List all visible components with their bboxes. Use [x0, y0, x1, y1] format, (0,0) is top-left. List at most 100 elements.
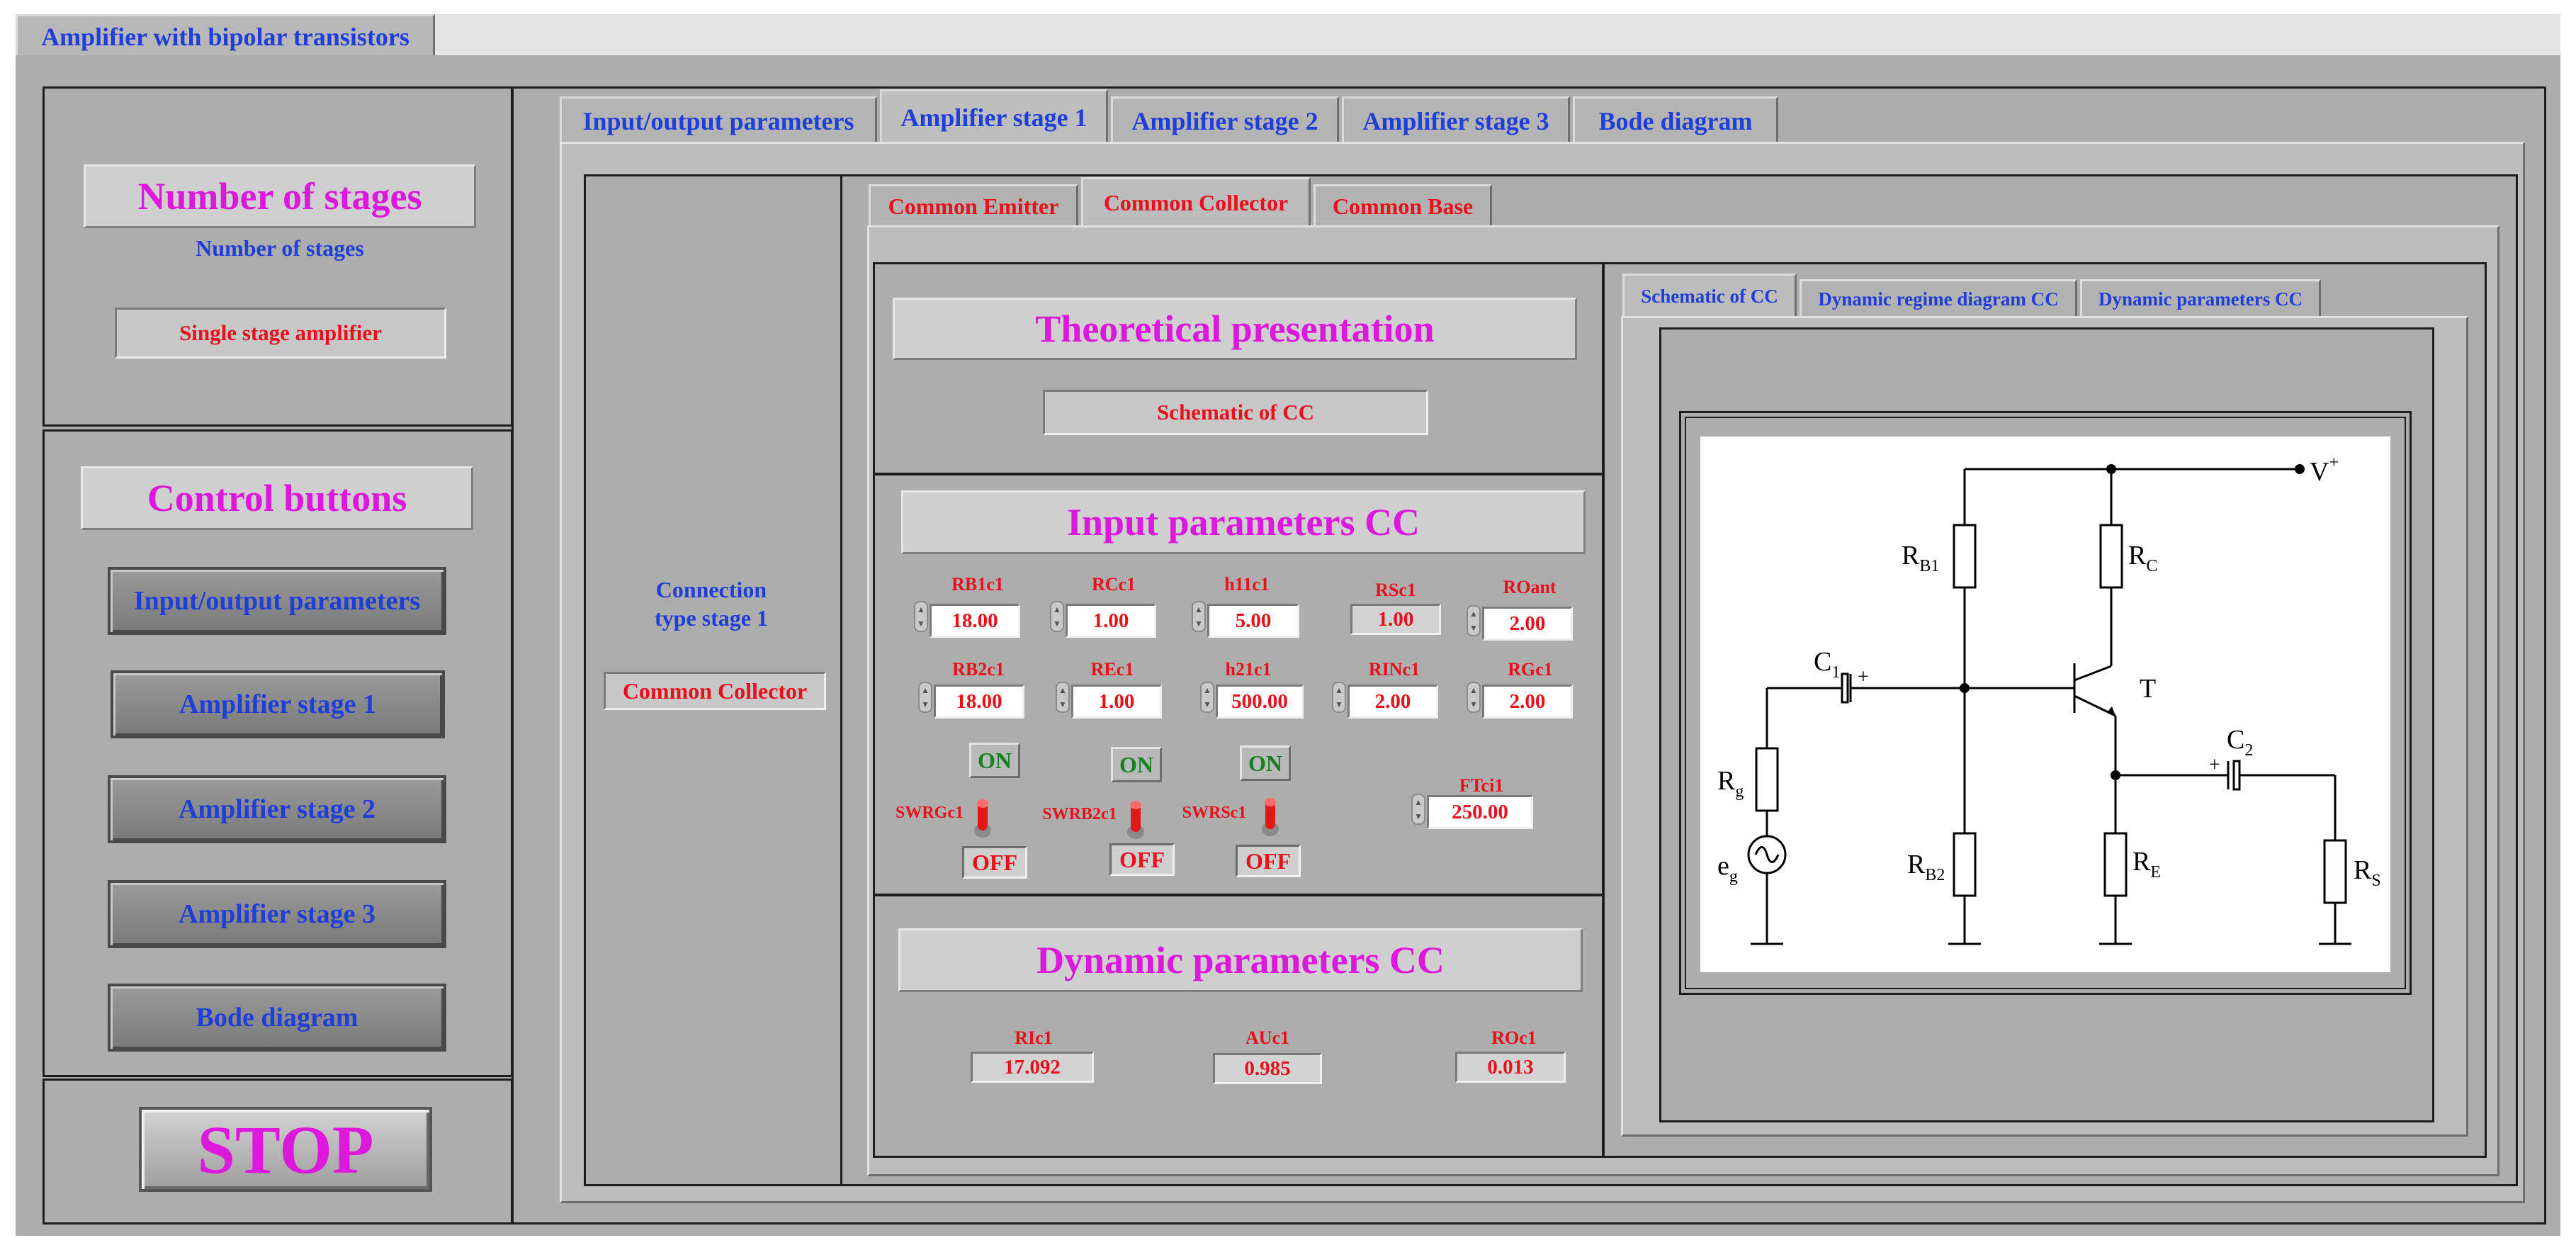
tab-io-params[interactable]: Input/output parameters — [560, 96, 877, 143]
output-label: RIc1 — [1015, 1027, 1053, 1048]
spinner-icon[interactable]: ▲▼ — [1332, 682, 1346, 713]
param-field[interactable]: 5.00 — [1207, 604, 1299, 638]
output-indicator: 0.985 — [1213, 1053, 1322, 1084]
output-indicator: 17.092 — [971, 1052, 1094, 1083]
re-label: RE — [2132, 847, 2161, 882]
toggle-switch-icon[interactable] — [972, 798, 993, 839]
param-indicator: 1.00 — [1350, 604, 1441, 635]
io-params-button[interactable]: Input/output parameters — [108, 567, 446, 635]
main-tab-bar: Input/output parameters Amplifier stage … — [560, 89, 1785, 143]
connection-label: Connection type stage 1 — [655, 577, 768, 631]
vplus-label: V+ — [2310, 454, 2339, 487]
spinner-icon[interactable]: ▲▼ — [1467, 682, 1481, 713]
stages-value[interactable]: Single stage amplifier — [115, 308, 446, 359]
rg-label: Rg — [1717, 766, 1744, 801]
tab-dynamic-parameters[interactable]: Dynamic parameters CC — [2080, 279, 2321, 317]
tab-bode-diagram[interactable]: Bode diagram — [1573, 96, 1778, 143]
tab-dynamic-regime-diagram[interactable]: Dynamic regime diagram CC — [1800, 279, 2077, 317]
param-field[interactable]: 18.00 — [934, 685, 1024, 719]
eg-label: eg — [1717, 851, 1738, 886]
tab-amplifier-stage-2[interactable]: Amplifier stage 2 — [1111, 96, 1339, 143]
param-field[interactable]: 1.00 — [1071, 685, 1162, 719]
param-label: RSc1 — [1375, 580, 1416, 600]
spinner-icon[interactable]: ▲▼ — [1192, 601, 1206, 632]
control-title: Control buttons — [81, 466, 473, 530]
c2-label: C2 — [2227, 725, 2253, 760]
switch-on-button[interactable]: ON — [1240, 745, 1291, 781]
output-indicator: 0.013 — [1455, 1052, 1566, 1083]
theory-value[interactable]: Schematic of CC — [1043, 390, 1428, 435]
c2-plus-sign: + — [2209, 754, 2220, 776]
param-field[interactable]: 2.00 — [1348, 685, 1438, 719]
theory-title: Theoretical presentation — [893, 298, 1577, 360]
input-title: Input parameters CC — [901, 490, 1586, 554]
stage1-button[interactable]: Amplifier stage 1 — [111, 670, 445, 738]
output-label: AUc1 — [1245, 1027, 1290, 1048]
connection-divider — [840, 174, 842, 1186]
connection-value[interactable]: Common Collector — [604, 672, 826, 710]
param-label: RB1c1 — [951, 574, 1004, 595]
stages-title: Number of stages — [84, 164, 476, 228]
param-field[interactable]: 2.00 — [1482, 685, 1573, 719]
rs-label: RS — [2354, 855, 2381, 890]
stages-label: Number of stages — [196, 235, 364, 261]
tab-common-emitter[interactable]: Common Emitter — [869, 184, 1078, 227]
right-frame — [512, 86, 2546, 1224]
toggle-switch-icon[interactable] — [1260, 796, 1281, 838]
schematic-inner-frame-2 — [1685, 417, 2406, 989]
schematic-inner-frame — [1679, 411, 2412, 995]
output-label: ROc1 — [1491, 1027, 1537, 1048]
spinner-icon[interactable]: ▲▼ — [1050, 601, 1064, 632]
param-field[interactable]: 1.00 — [1066, 604, 1156, 638]
stage3-button[interactable]: Amplifier stage 3 — [108, 880, 446, 948]
param-field[interactable]: 2.00 — [1482, 607, 1573, 641]
rc-label: RC — [2128, 541, 2157, 575]
stop-button[interactable]: STOP — [139, 1107, 432, 1192]
c1-plus-sign: + — [1858, 666, 1869, 688]
spinner-icon[interactable]: ▲▼ — [918, 682, 932, 713]
rb1-label: RB1 — [1902, 541, 1939, 575]
tab-common-base[interactable]: Common Base — [1314, 184, 1492, 227]
param-label: RCc1 — [1091, 574, 1136, 595]
ftci-label: FTci1 — [1459, 775, 1504, 796]
param-label: RINc1 — [1368, 659, 1420, 680]
switch-label: SWRB2c1 — [1042, 805, 1117, 823]
switch-off-button[interactable]: OFF — [1109, 843, 1175, 876]
spinner-icon[interactable]: ▲▼ — [1056, 682, 1070, 713]
rb2-label: RB2 — [1907, 850, 1945, 884]
spinner-icon[interactable]: ▲▼ — [1467, 605, 1481, 636]
switch-on-button[interactable]: ON — [1111, 747, 1162, 782]
spinner-icon[interactable]: ▲▼ — [1200, 682, 1214, 713]
spinner-icon[interactable]: ▲▼ — [914, 601, 928, 632]
param-label: h11c1 — [1224, 574, 1270, 595]
schematic-outer-frame — [1603, 262, 2487, 1158]
c1-label: C1 — [1814, 647, 1840, 682]
stop-label: STOP — [197, 1111, 374, 1188]
tab-amplifier-stage-3[interactable]: Amplifier stage 3 — [1342, 96, 1570, 143]
stage2-button[interactable]: Amplifier stage 2 — [108, 775, 446, 843]
param-label: ROant — [1503, 577, 1557, 597]
cc-schematic-diagram: V+ RB1 RC C1 + T C2 + Rg RB2 RE RS eg — [1700, 437, 2390, 972]
tab-schematic-cc[interactable]: Schematic of CC — [1622, 274, 1797, 317]
param-label: REc1 — [1090, 659, 1134, 680]
transistor-label: T — [2140, 674, 2156, 704]
param-field[interactable]: 500.00 — [1216, 685, 1304, 719]
ftci-field[interactable]: 250.00 — [1427, 795, 1533, 829]
switch-off-button[interactable]: OFF — [962, 846, 1027, 879]
spinner-icon[interactable]: ▲▼ — [1411, 794, 1425, 825]
switch-label: SWRSc1 — [1182, 804, 1247, 822]
tab-common-collector[interactable]: Common Collector — [1081, 177, 1311, 227]
param-label: RGc1 — [1508, 659, 1553, 680]
bode-button[interactable]: Bode diagram — [108, 984, 446, 1052]
param-label: h21c1 — [1225, 659, 1272, 680]
param-field[interactable]: 18.00 — [930, 604, 1020, 638]
window-title-tab: Amplifier with bipolar transistors — [16, 14, 435, 57]
switch-on-button[interactable]: ON — [969, 743, 1020, 778]
switch-label: SWRGc1 — [896, 804, 964, 822]
toggle-switch-icon[interactable] — [1125, 799, 1146, 840]
switch-off-button[interactable]: OFF — [1236, 845, 1301, 877]
param-label: RB2c1 — [952, 659, 1005, 680]
window-title: Amplifier with bipolar transistors — [41, 22, 409, 51]
dynamic-title: Dynamic parameters CC — [898, 928, 1583, 992]
tab-amplifier-stage-1[interactable]: Amplifier stage 1 — [880, 89, 1108, 143]
